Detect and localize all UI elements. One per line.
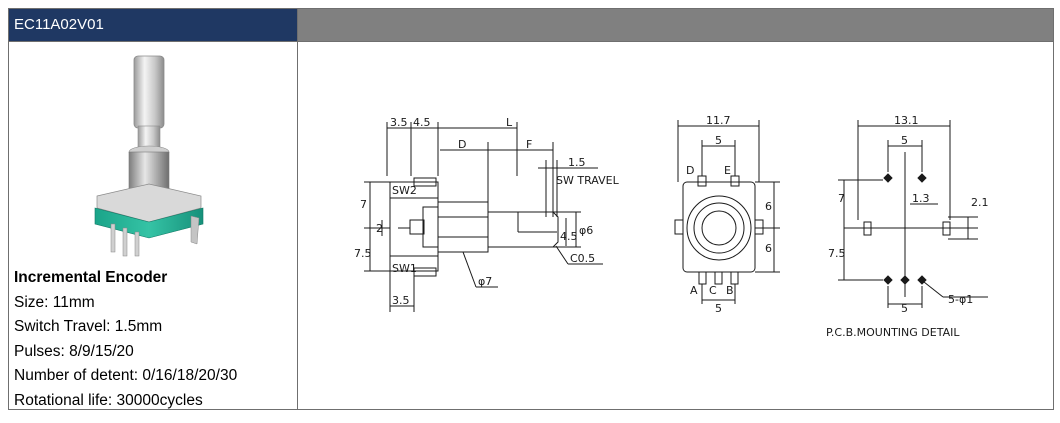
dim-side-3-5-bottom: 3.5 bbox=[392, 294, 410, 307]
spec-switch-travel: Switch Travel: 1.5mm bbox=[14, 318, 163, 335]
dim-side-c0-5: C0.5 bbox=[570, 252, 595, 265]
model-header: EC11A02V01 bbox=[9, 9, 298, 41]
dim-pcb-13-1: 13.1 bbox=[894, 114, 919, 127]
pcb-view bbox=[838, 120, 988, 308]
dim-side-F: F bbox=[526, 138, 532, 151]
dim-pcb-2-1: 2.1 bbox=[971, 196, 989, 209]
spec-list: Incremental Encoder Size: 11mm Switch Tr… bbox=[14, 266, 237, 413]
header-bar bbox=[298, 9, 1053, 41]
dim-side-phi6: φ6 bbox=[579, 224, 593, 237]
dim-pcb-7-5: 7.5 bbox=[828, 247, 846, 260]
spec-size: Size: 11mm bbox=[14, 293, 95, 311]
dim-side-1-5: 1.5 bbox=[568, 156, 586, 169]
pin-label-C: C bbox=[709, 284, 717, 297]
datasheet-table: EC11A02V01 bbox=[8, 8, 1054, 410]
sw2-label: SW2 bbox=[392, 184, 417, 197]
dim-side-4-5: 4.5 bbox=[413, 116, 431, 129]
pin-label-A: A bbox=[690, 284, 698, 297]
dim-side-L: L bbox=[506, 116, 513, 129]
dim-front-5-top: 5 bbox=[715, 134, 722, 147]
side-view bbox=[364, 122, 603, 312]
dim-pcb-1-3: 1.3 bbox=[912, 192, 930, 205]
pin-label-D: D bbox=[686, 164, 694, 177]
header-divider bbox=[9, 41, 1053, 42]
spec-title: Incremental Encoder bbox=[14, 269, 168, 286]
front-view bbox=[674, 120, 780, 304]
product-cell: Incremental Encoder Size: 11mm Switch Tr… bbox=[9, 42, 298, 409]
dim-front-5-bottom: 5 bbox=[715, 302, 722, 315]
sw-travel-label: SW TRAVEL bbox=[556, 174, 620, 187]
dim-side-2: 2 bbox=[376, 222, 383, 235]
pin-label-E: E bbox=[724, 164, 731, 177]
dim-side-phi7: φ7 bbox=[478, 275, 492, 288]
technical-drawing: 3.5 4.5 L D F 1.5 SW TRAVEL SW2 SW1 7 2 … bbox=[298, 42, 1053, 409]
dim-side-7-5: 7.5 bbox=[354, 247, 372, 260]
spec-life: Rotational life: 30000cycles bbox=[14, 391, 203, 409]
dim-side-4-5v: 4.5 bbox=[560, 230, 578, 243]
dim-front-11-7: 11.7 bbox=[706, 114, 731, 127]
dim-pcb-holes: 5-φ1 bbox=[948, 293, 973, 306]
dim-front-6-upper: 6 bbox=[765, 200, 772, 213]
dim-side-3-5-top: 3.5 bbox=[390, 116, 408, 129]
dim-pcb-5-bottom: 5 bbox=[901, 302, 908, 315]
encoder-photo bbox=[94, 55, 204, 257]
pin-label-B: B bbox=[726, 284, 734, 297]
spec-pulses: Pulses: 8/9/15/20 bbox=[14, 342, 134, 360]
dim-side-D: D bbox=[458, 138, 466, 151]
dim-pcb-5-top: 5 bbox=[901, 134, 908, 147]
pcb-caption: P.C.B.MOUNTING DETAIL bbox=[826, 326, 960, 339]
sw1-label: SW1 bbox=[392, 262, 417, 275]
spec-detent: Number of detent: 0/16/18/20/30 bbox=[14, 367, 238, 384]
drawing-canvas: 3.5 4.5 L D F 1.5 SW TRAVEL SW2 SW1 7 2 … bbox=[354, 114, 989, 339]
dim-pcb-7: 7 bbox=[838, 192, 845, 205]
dim-side-7: 7 bbox=[360, 198, 367, 211]
dim-front-6-lower: 6 bbox=[765, 242, 772, 255]
pcb-holes bbox=[863, 173, 951, 285]
